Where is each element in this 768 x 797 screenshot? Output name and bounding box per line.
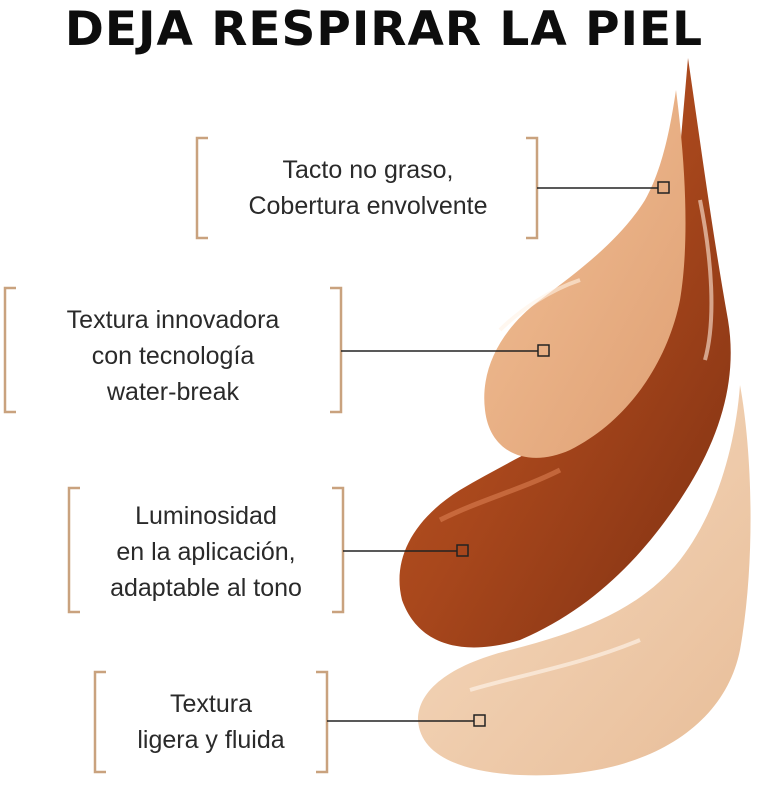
callout-line: Textura innovadora	[66, 306, 280, 334]
callout-line: Luminosidad	[135, 502, 277, 530]
callout-line: con tecnología	[91, 342, 255, 370]
callout-line: Cobertura envolvente	[248, 192, 488, 220]
callout-brackets	[3, 136, 539, 774]
callout-line: water-break	[107, 378, 239, 406]
callout-light-texture: Textura ligera y fluida	[98, 686, 324, 758]
callout-luminosity: Luminosidad en la aplicación, adaptable …	[72, 498, 340, 606]
callout-innovative-texture: Textura innovadora con tecnología water-…	[8, 302, 338, 410]
callout-connectors	[327, 181, 670, 727]
medium-foundation-swatch	[484, 90, 686, 458]
callout-line: Tacto no graso,	[282, 156, 454, 184]
callout-line: ligera y fluida	[137, 726, 285, 754]
callout-line: en la aplicación,	[116, 538, 296, 566]
callout-non-greasy: Tacto no graso, Cobertura envolvente	[200, 152, 536, 224]
page-title: DEJA RESPIRAR LA PIEL	[64, 2, 704, 57]
callout-line: Textura	[170, 690, 252, 718]
callout-line: adaptable al tono	[110, 574, 302, 602]
light-foundation-swatch	[418, 385, 751, 776]
